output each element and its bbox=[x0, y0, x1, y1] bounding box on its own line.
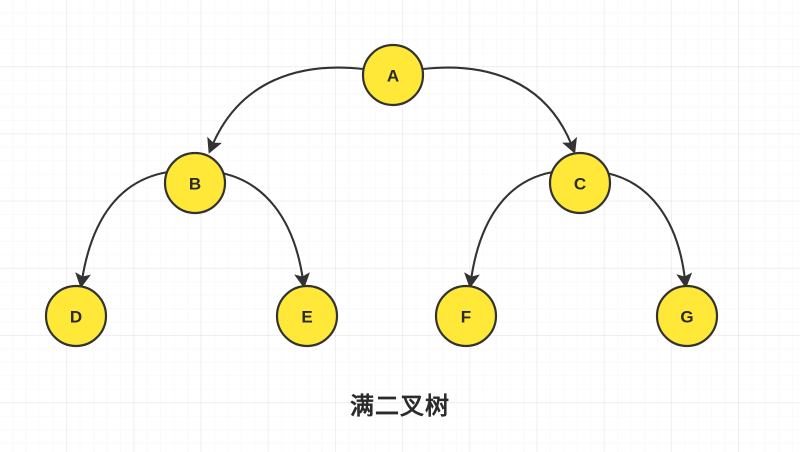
node-c[interactable]: C bbox=[548, 151, 612, 215]
node-b-circle[interactable] bbox=[163, 151, 227, 215]
node-a-label: A bbox=[387, 67, 399, 86]
node-b[interactable]: B bbox=[163, 151, 227, 215]
node-g-label: G bbox=[680, 308, 693, 327]
node-g-circle[interactable] bbox=[655, 284, 719, 348]
nodes-group: A B C D E F G bbox=[44, 43, 719, 348]
diagram-caption: 满二叉树 bbox=[350, 393, 450, 420]
edge-b-e bbox=[220, 171, 310, 289]
node-f[interactable]: F bbox=[434, 284, 498, 348]
edge-a-b bbox=[207, 66, 365, 154]
node-e-circle[interactable] bbox=[275, 284, 339, 348]
node-a-circle[interactable] bbox=[361, 43, 425, 107]
node-d[interactable]: D bbox=[44, 284, 108, 348]
node-g[interactable]: G bbox=[655, 284, 719, 348]
node-c-label: C bbox=[574, 175, 586, 194]
node-a[interactable]: A bbox=[361, 43, 425, 107]
edge-b-d bbox=[75, 170, 170, 289]
node-f-circle[interactable] bbox=[434, 284, 498, 348]
node-f-label: F bbox=[461, 308, 471, 327]
edge-c-g bbox=[605, 171, 693, 289]
node-b-label: B bbox=[189, 175, 201, 194]
node-d-circle[interactable] bbox=[44, 284, 108, 348]
node-e[interactable]: E bbox=[275, 284, 339, 348]
edge-c-f bbox=[464, 170, 555, 289]
edges-group bbox=[75, 66, 693, 289]
node-d-label: D bbox=[70, 308, 82, 327]
node-c-circle[interactable] bbox=[548, 151, 612, 215]
edge-a-c bbox=[421, 66, 577, 154]
node-e-label: E bbox=[301, 308, 312, 327]
